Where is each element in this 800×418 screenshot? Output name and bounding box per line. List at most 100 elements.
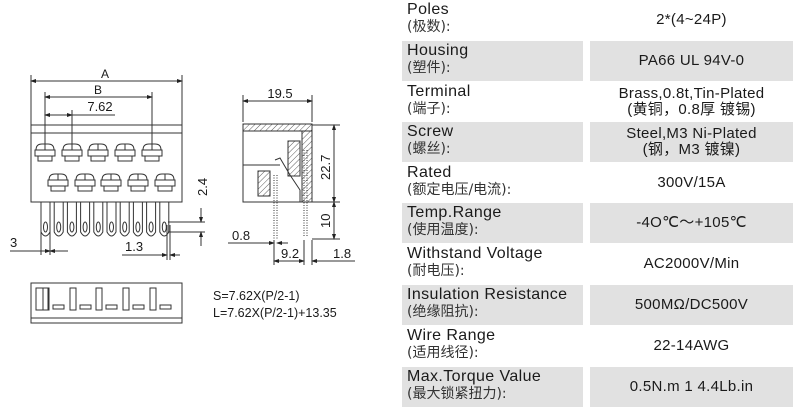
spec-value-line: 0.5N.m 1 4.4Lb.in (629, 378, 754, 395)
spec-label-en: Insulation Resistance (407, 286, 568, 303)
spec-value: -4O℃～+105℃ (590, 203, 793, 243)
spec-label-zh: (端子): (407, 101, 451, 117)
spec-label: Screw (螺丝): (402, 122, 583, 162)
spec-value: AC2000V/Min (590, 244, 793, 284)
screw-icon (141, 143, 163, 162)
technical-drawing: A B 7.62 3 1.3 2.4 19.5 22.7 10 0.8 9.2 … (10, 67, 355, 324)
spec-label-zh: (螺丝): (407, 141, 451, 157)
screw-icon (100, 173, 122, 192)
spec-value: PA66 UL 94V-0 (590, 41, 793, 81)
side-view (228, 95, 355, 265)
spec-value-line: 300V/15A (657, 174, 726, 191)
spec-label-en: Wire Range (407, 327, 496, 344)
formula-l: L=7.62X(P/2-1)+13.35 (213, 306, 337, 320)
spec-label-en: Temp.Range (407, 204, 502, 221)
spec-row: Temp.Range (使用温度): -4O℃～+105℃ (402, 203, 793, 243)
spec-row: Terminal (端子): Brass,0.8t,Tin-Plated(黄铜，… (402, 82, 793, 122)
pin (132, 202, 143, 237)
spec-label-en: Withstand Voltage (407, 245, 543, 262)
slot (105, 304, 118, 310)
spec-value-line: Steel,M3 Ni-Plated (626, 125, 757, 142)
dim-B: B (94, 83, 102, 97)
spec-label-zh: (使用温度): (407, 222, 479, 238)
pin (93, 202, 104, 237)
spec-value: 300V/15A (590, 163, 793, 203)
spec-value: 0.5N.m 1 4.4Lb.in (590, 367, 793, 407)
spec-label: Housing (塑件): (402, 41, 583, 81)
spec-row: Rated (额定电压/电流): 300V/15A (402, 163, 793, 203)
slot (79, 304, 92, 310)
spec-value-line: 500MΩ/DC500V (634, 296, 749, 313)
slot (159, 304, 172, 310)
bottom-view (30, 282, 183, 324)
spec-label: Insulation Resistance (绝缘阻抗): (402, 285, 583, 325)
spec-row: Wire Range (适用线径): 22-14AWG (402, 326, 793, 366)
dim-pin-offset: 3 (10, 235, 17, 250)
spec-label: Poles (极数): (402, 0, 583, 40)
spec-value-line: (钢，M3 镀镍) (642, 141, 741, 158)
spec-label-zh: (耐电压): (407, 263, 465, 279)
slot (132, 304, 145, 310)
spec-value-line: 2*(4~24P) (656, 11, 727, 28)
dim-rear-offset: 1.8 (333, 246, 351, 261)
slot (149, 287, 157, 311)
spec-row: Withstand Voltage (耐电压): AC2000V/Min (402, 244, 793, 284)
dim-pin-tip: 2.4 (195, 178, 210, 196)
spec-label-zh: (额定电压/电流): (407, 182, 512, 198)
dim-pitch: 7.62 (87, 99, 112, 114)
spec-label-zh: (绝缘阻抗): (407, 304, 479, 320)
spec-value: 2*(4~24P) (590, 0, 793, 40)
spec-value-line: Brass,0.8t,Tin-Plated (618, 85, 765, 102)
spec-label-en: Max.Torque Value (407, 368, 542, 385)
screw-icon (127, 173, 149, 192)
dim-pin-thickness: 0.8 (232, 228, 250, 243)
formula-s: S=7.62X(P/2-1) (213, 289, 300, 303)
spec-label: Max.Torque Value (最大锁紧扭力): (402, 367, 583, 407)
slot (122, 287, 130, 311)
spec-label-en: Poles (407, 1, 450, 18)
spec-label: Rated (额定电压/电流): (402, 163, 583, 203)
screw-icon (114, 143, 136, 162)
spec-value: Steel,M3 Ni-Plated(钢，M3 镀镍) (590, 122, 793, 162)
spec-label: Terminal (端子): (402, 82, 583, 122)
dim-depth: 19.5 (267, 86, 292, 101)
spec-label-zh: (适用线径): (407, 345, 479, 361)
spec-row: Max.Torque Value (最大锁紧扭力): 0.5N.m 1 4.4L… (402, 367, 793, 407)
slot (52, 304, 65, 310)
pin (146, 202, 157, 237)
spec-value: 22-14AWG (590, 326, 793, 366)
spec-row: Housing (塑件): PA66 UL 94V-0 (402, 41, 793, 81)
slot (95, 287, 103, 311)
spec-label-en: Housing (407, 42, 469, 59)
dim-height: 22.7 (318, 155, 333, 180)
spec-label-en: Rated (407, 164, 452, 181)
screw-icon (74, 173, 96, 192)
screw-icon (61, 143, 83, 162)
spec-label: Temp.Range (使用温度): (402, 203, 583, 243)
slot (69, 287, 77, 311)
spec-row: Screw (螺丝): Steel,M3 Ni-Plated(钢，M3 镀镍) (402, 122, 793, 162)
spec-label-zh: (最大锁紧扭力): (407, 386, 507, 402)
screw-icon (47, 173, 69, 192)
dim-pin-spacing: 9.2 (281, 246, 299, 261)
front-view (10, 75, 205, 260)
spec-label: Wire Range (适用线径): (402, 326, 583, 366)
spec-value: 500MΩ/DC500V (590, 285, 793, 325)
pin (119, 202, 130, 237)
spec-label-en: Terminal (407, 83, 471, 100)
spec-label: Withstand Voltage (耐电压): (402, 244, 583, 284)
pin (53, 202, 64, 237)
spec-row: Insulation Resistance (绝缘阻抗): 500MΩ/DC50… (402, 285, 793, 325)
spec-value: Brass,0.8t,Tin-Plated(黄铜，0.8厚 镀锡) (590, 82, 793, 122)
spec-row: Poles (极数): 2*(4~24P) (402, 0, 793, 40)
pin (80, 202, 91, 237)
screw-icon (87, 143, 109, 162)
spec-label-zh: (极数): (407, 19, 451, 35)
pin (106, 202, 117, 237)
screw-icon (34, 143, 56, 162)
dim-pin-length: 10 (318, 214, 333, 228)
spec-value-line: -4O℃～+105℃ (636, 214, 747, 231)
spec-value-line: 22-14AWG (653, 337, 730, 354)
dim-A: A (101, 67, 109, 81)
spec-label-zh: (塑件): (407, 60, 451, 76)
